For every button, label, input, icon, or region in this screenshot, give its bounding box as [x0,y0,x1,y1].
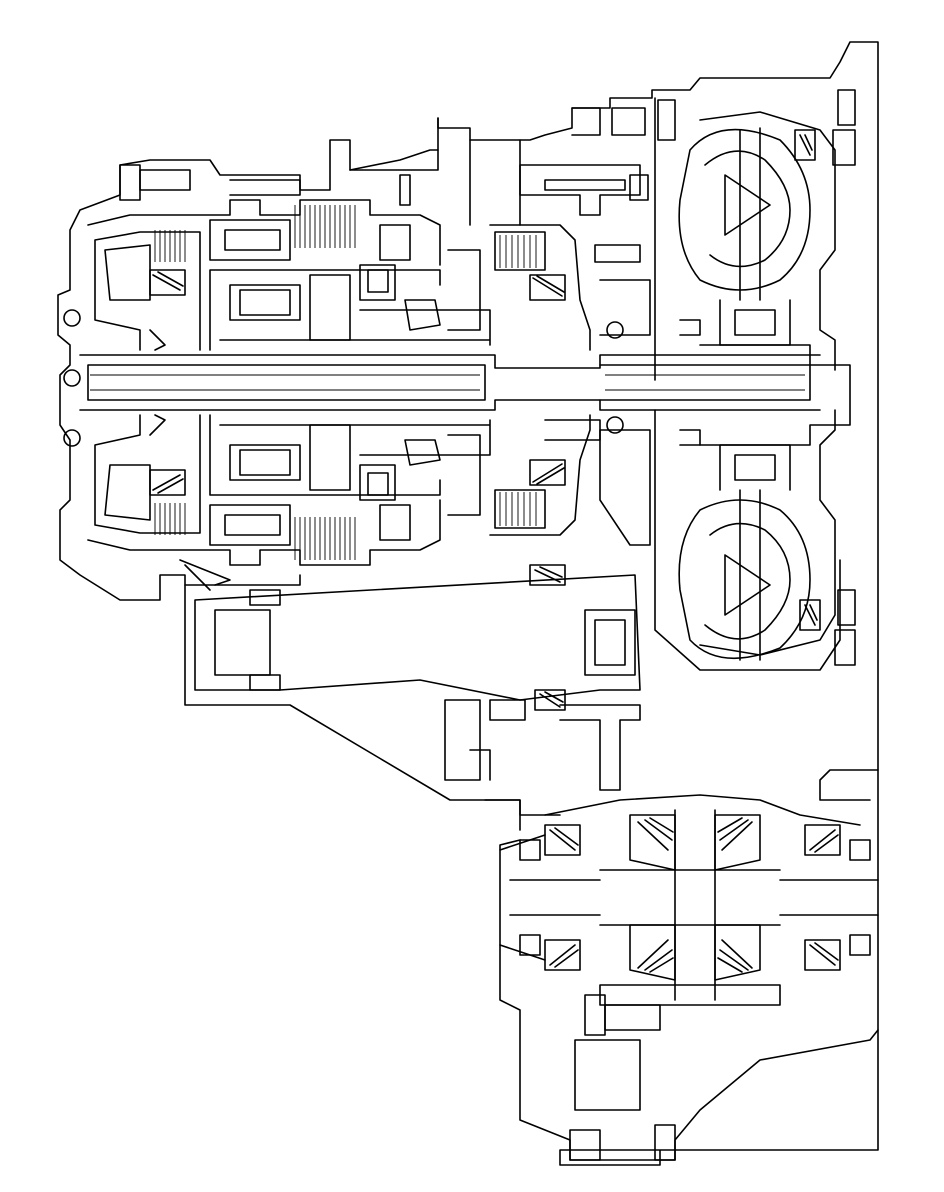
lower-clutch-pack [87,414,491,566]
transmission-case-outline [57,41,879,1166]
input-shaft [63,309,821,447]
oil-pump-lower [489,414,701,546]
torque-converter [654,89,856,671]
counter-shaft [194,564,641,831]
differential [499,794,879,1161]
oil-pump-upper [489,99,701,351]
upper-housing-details [119,107,601,591]
upper-clutch-pack [87,199,491,351]
